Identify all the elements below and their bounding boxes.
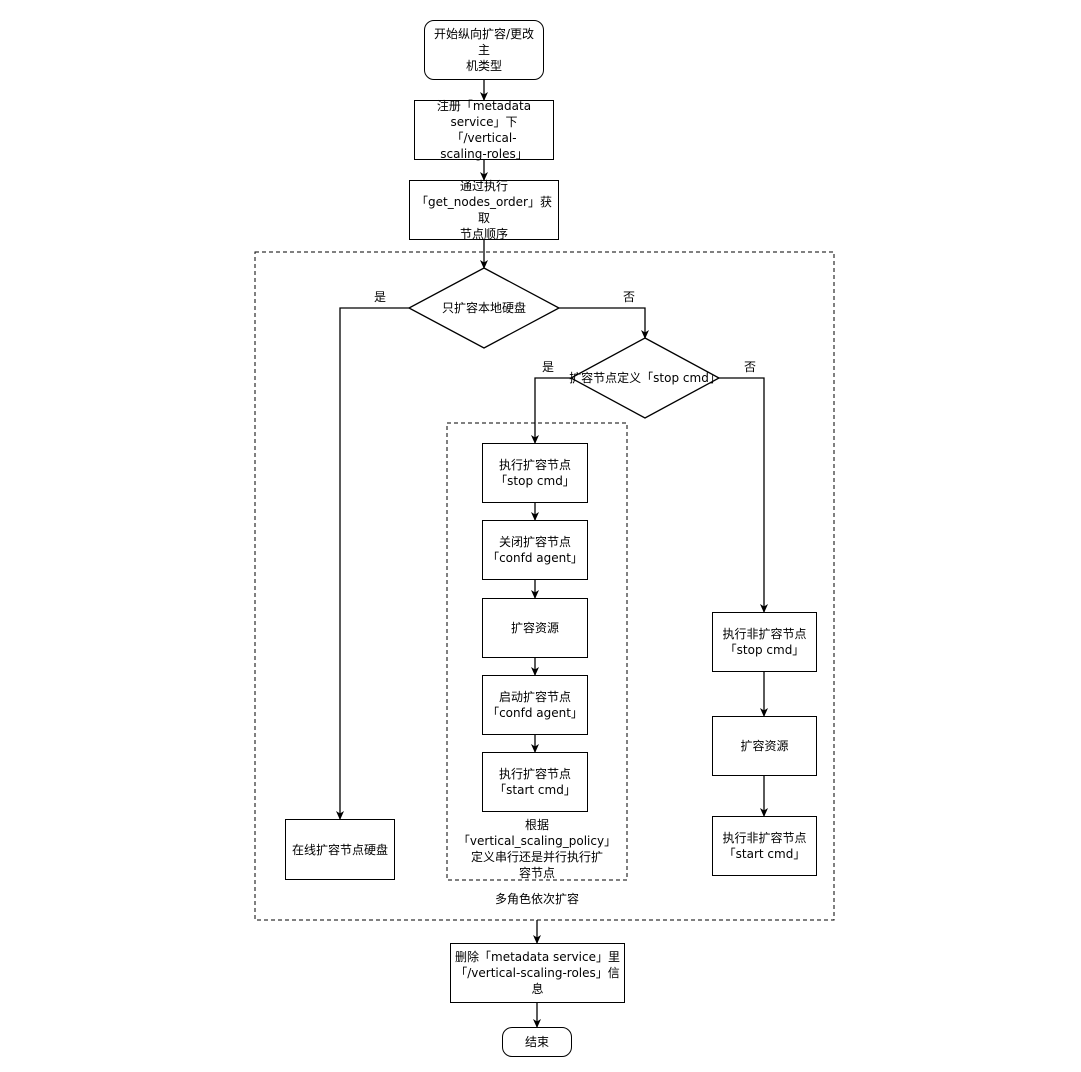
yes-label-2: 是 [541,360,555,374]
delete-info-step: 删除「metadata service」里 「/vertical-scaling… [450,943,625,1003]
start-node: 开始纵向扩容/更改主 机类型 [424,20,544,80]
start-confd-step: 启动扩容节点 「confd agent」 [482,675,588,735]
online-disk-expand-step: 在线扩容节点硬盘 [285,819,395,880]
no-label-2: 否 [743,360,757,374]
edge-decision-no-stopcmd [559,307,649,339]
get-order-step: 通过执行 「get_nodes_order」获取 节点顺序 [409,179,559,241]
decision-stop-cmd-shape [569,337,721,419]
end-node: 结束 [502,1027,572,1057]
outer-dashed-group [254,251,835,921]
expand-resource-step: 扩容资源 [482,598,588,658]
decision-stop-cmd-label: 扩容节点定义「stop cmd」 [569,371,721,385]
edge-decision-yes-online [336,307,409,820]
decision-local-disk-label: 只扩容本地硬盘 [441,301,527,315]
multi-role-label: 多角色依次扩容 [494,892,580,906]
policy-note: 根据 「vertical_scaling_policy」 定义串行还是并行执行扩… [457,818,617,880]
edge-stopcmd-no [719,377,768,613]
expand-resource-step-2: 扩容资源 [712,716,817,776]
inner-dashed-group [446,422,628,881]
yes-label-1: 是 [373,290,387,304]
exec-non-start-cmd-step: 执行非扩容节点 「start cmd」 [712,816,817,876]
edge-stopcmd-yes [531,377,571,444]
register-step: 注册「metadata service」下「/vertical- scaling… [414,99,554,161]
close-confd-step: 关闭扩容节点 「confd agent」 [482,520,588,580]
exec-start-cmd-step: 执行扩容节点 「start cmd」 [482,752,588,812]
exec-non-stop-cmd-step: 执行非扩容节点 「stop cmd」 [712,612,817,672]
no-label-1: 否 [622,290,636,304]
exec-stop-cmd-step: 执行扩容节点 「stop cmd」 [482,443,588,503]
decision-local-disk-shape [407,267,561,349]
